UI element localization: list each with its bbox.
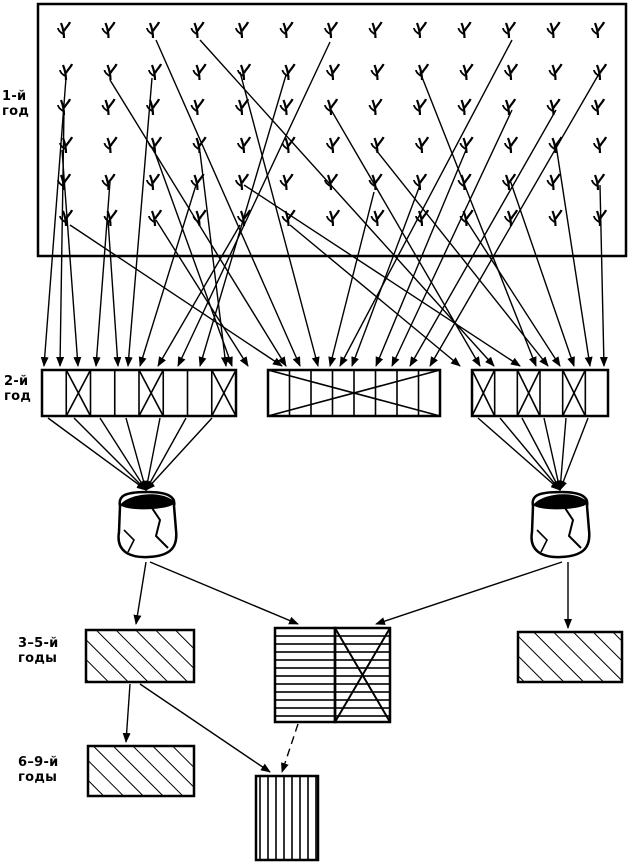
plant-icon: [190, 21, 205, 39]
label-second-year-line1: 2-й: [4, 374, 29, 389]
plant-icon: [502, 173, 517, 191]
plant-icon: [413, 98, 428, 116]
plant-icon: [591, 173, 606, 191]
plant-icon: [502, 21, 517, 39]
plant-icon: [502, 98, 517, 116]
plant-icon: [368, 98, 383, 116]
plant-icon: [237, 136, 252, 154]
plant-icon: [324, 21, 339, 39]
plant-icon: [504, 209, 519, 227]
trial-plot-left-3-5: [84, 628, 196, 684]
label-second-year-line2: год: [4, 389, 32, 404]
plant-icon: [326, 209, 341, 227]
plant-icon: [504, 136, 519, 154]
trial-plot-center-3-5: [273, 626, 392, 724]
label-years-6-9: 6–9-й годы: [18, 755, 59, 785]
plant-icon: [413, 173, 428, 191]
plant-icon: [415, 136, 430, 154]
plant-icon: [413, 21, 428, 39]
plant-icon: [370, 209, 385, 227]
family-plot-middle: [266, 368, 442, 418]
plant-icon: [57, 21, 72, 39]
plant-icon: [459, 63, 474, 81]
family-plot-right: [470, 368, 610, 418]
plant-icon: [370, 63, 385, 81]
plant-icon: [548, 209, 563, 227]
plant-icon: [324, 173, 339, 191]
plant-icon: [326, 136, 341, 154]
label-years-6-9-line2: годы: [18, 770, 58, 785]
plant-icon: [548, 63, 563, 81]
trial-plot-left-6-9: [86, 744, 196, 798]
plant-icon: [591, 98, 606, 116]
label-second-year: 2-й год: [4, 374, 31, 404]
plant-icon: [368, 173, 383, 191]
plant-icon: [101, 98, 116, 116]
plant-icon: [546, 173, 561, 191]
trial-plot-right-3-5: [516, 630, 624, 684]
plant-icon: [546, 21, 561, 39]
trial-plot-final: [254, 774, 320, 862]
selection-arrows: [40, 39, 608, 773]
label-years-3-5-line2: годы: [18, 651, 58, 666]
bulk-sack-left: [117, 490, 178, 559]
plant-icon: [190, 98, 205, 116]
plant-icon: [237, 63, 252, 81]
plant-icon: [591, 21, 606, 39]
plant-icon: [324, 98, 339, 116]
plant-icon: [103, 136, 118, 154]
plant-icon: [146, 173, 161, 191]
plant-icon: [235, 21, 250, 39]
bulk-sack-right: [530, 490, 591, 559]
plant-icon: [148, 209, 163, 227]
plant-icon: [368, 21, 383, 39]
plant-icon: [101, 173, 116, 191]
plant-icon: [148, 63, 163, 81]
plant-icon: [281, 63, 296, 81]
label-first-year: 1-й год: [2, 89, 29, 119]
plant-icon: [192, 63, 207, 81]
plant-icon: [103, 63, 118, 81]
plant-icon: [192, 136, 207, 154]
plant-icon: [457, 98, 472, 116]
label-years-3-5-line1: 3–5-й: [18, 636, 59, 651]
label-first-year-line2: год: [2, 104, 30, 119]
plant-icon: [457, 21, 472, 39]
label-first-year-line1: 1-й: [2, 89, 27, 104]
plant-icon: [326, 63, 341, 81]
plant-icon: [101, 21, 116, 39]
label-years-3-5: 3–5-й годы: [18, 636, 59, 666]
plant-icon: [279, 173, 294, 191]
plant-icon: [235, 173, 250, 191]
family-plot-left: [40, 368, 238, 418]
plant-icon: [593, 136, 608, 154]
plant-icon: [279, 98, 294, 116]
plant-icon: [504, 63, 519, 81]
label-years-6-9-line1: 6–9-й: [18, 755, 59, 770]
plant-icon: [279, 21, 294, 39]
plant-icon: [146, 21, 161, 39]
plant-icon: [459, 136, 474, 154]
